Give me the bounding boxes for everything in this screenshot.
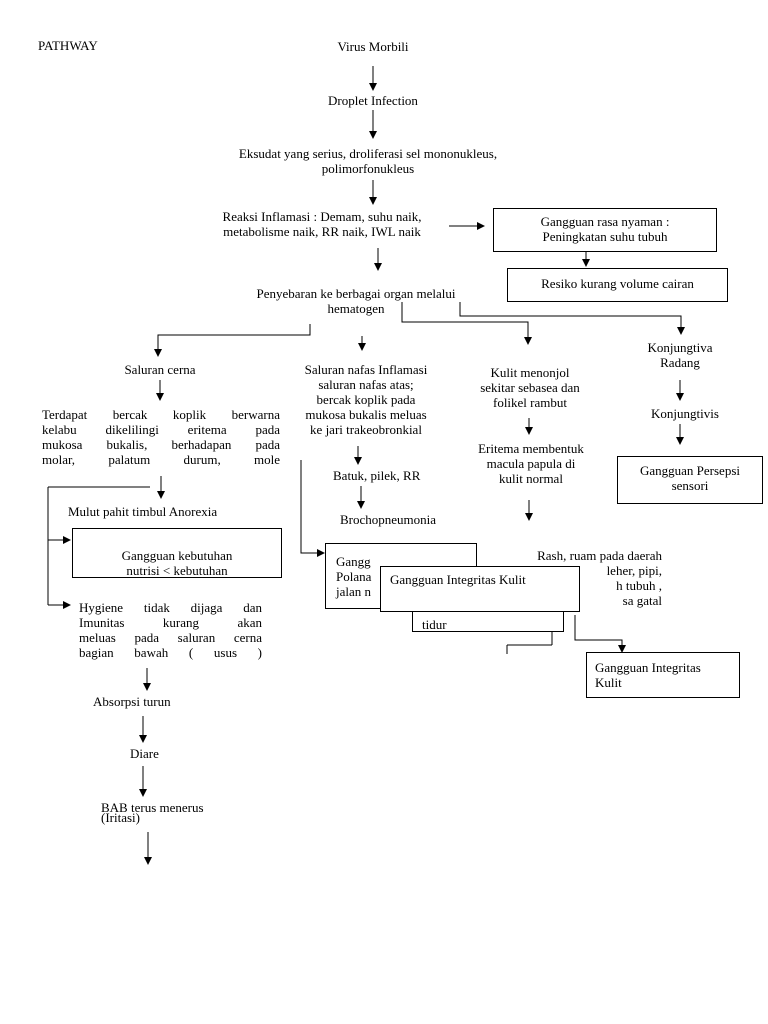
box-gangguan-integritas-kulit-front: Gangguan Integritas Kulit	[380, 566, 580, 612]
node-bab: BAB terus menerus	[101, 800, 204, 815]
node-iritasi: (Iritasi)	[101, 810, 140, 825]
node-konjungtiva: Konjungtiva Radang	[647, 340, 713, 370]
arrow	[574, 615, 626, 653]
box-gangguan-nutrisi: Gangguan kebutuhan nutrisi < kebutuhan	[72, 528, 282, 578]
arrow	[459, 302, 685, 335]
arrow	[401, 302, 532, 345]
node-rash: Rash, ruam pada daerah leher, pipi, h tu…	[537, 548, 662, 608]
node-penyebaran: Penyebaran ke berbagai organ melalui hem…	[256, 286, 456, 316]
node-mulut-pahit: Mulut pahit timbul Anorexia	[68, 504, 218, 519]
node-reaksi-inflamasi: Reaksi Inflamasi : Demam, suhu naik, met…	[222, 209, 422, 239]
node-absorpsi-turun: Absorpsi turun	[93, 694, 171, 709]
node-eksudat: Eksudat yang serius, droliferasi sel mon…	[238, 146, 498, 176]
node-saluran-cerna: Saluran cerna	[124, 362, 196, 377]
node-droplet-infection: Droplet Infection	[328, 93, 418, 108]
node-brochopneumonia: Brochopneumonia	[340, 512, 437, 527]
box-gangguan-integritas-kulit: Gangguan Integritas Kulit	[586, 652, 740, 698]
box-gangguan-persepsi-sensori: Gangguan Persepsi sensori	[617, 456, 763, 504]
node-batuk-pilek: Batuk, pilek, RR	[333, 468, 421, 483]
node-kulit-menonjol: Kulit menonjol sekitar sebasea dan folik…	[480, 365, 580, 410]
arrow	[300, 460, 325, 557]
node-konjungtivis: Konjungtivis	[651, 406, 719, 421]
node-virus-morbili: Virus Morbili	[337, 39, 409, 54]
arrow	[154, 324, 311, 357]
node-bercak-koplik: Terdapat bercak koplik berwarna kelabu d…	[42, 407, 280, 467]
node-hygiene: Hygiene tidak dijaga dan Imunitas kurang…	[79, 600, 262, 660]
diagram-title: PATHWAY	[38, 38, 98, 53]
box-gangguan-rasa-nyaman: Gangguan rasa nyaman : Peningkatan suhu …	[493, 208, 717, 252]
box-resiko-volume-cairan: Resiko kurang volume cairan	[507, 268, 728, 302]
node-diare: Diare	[130, 746, 159, 761]
node-saluran-nafas: Saluran nafas Inflamasi saluran nafas at…	[304, 362, 428, 437]
node-eritema: Eritema membentuk macula papula di kulit…	[478, 441, 584, 486]
